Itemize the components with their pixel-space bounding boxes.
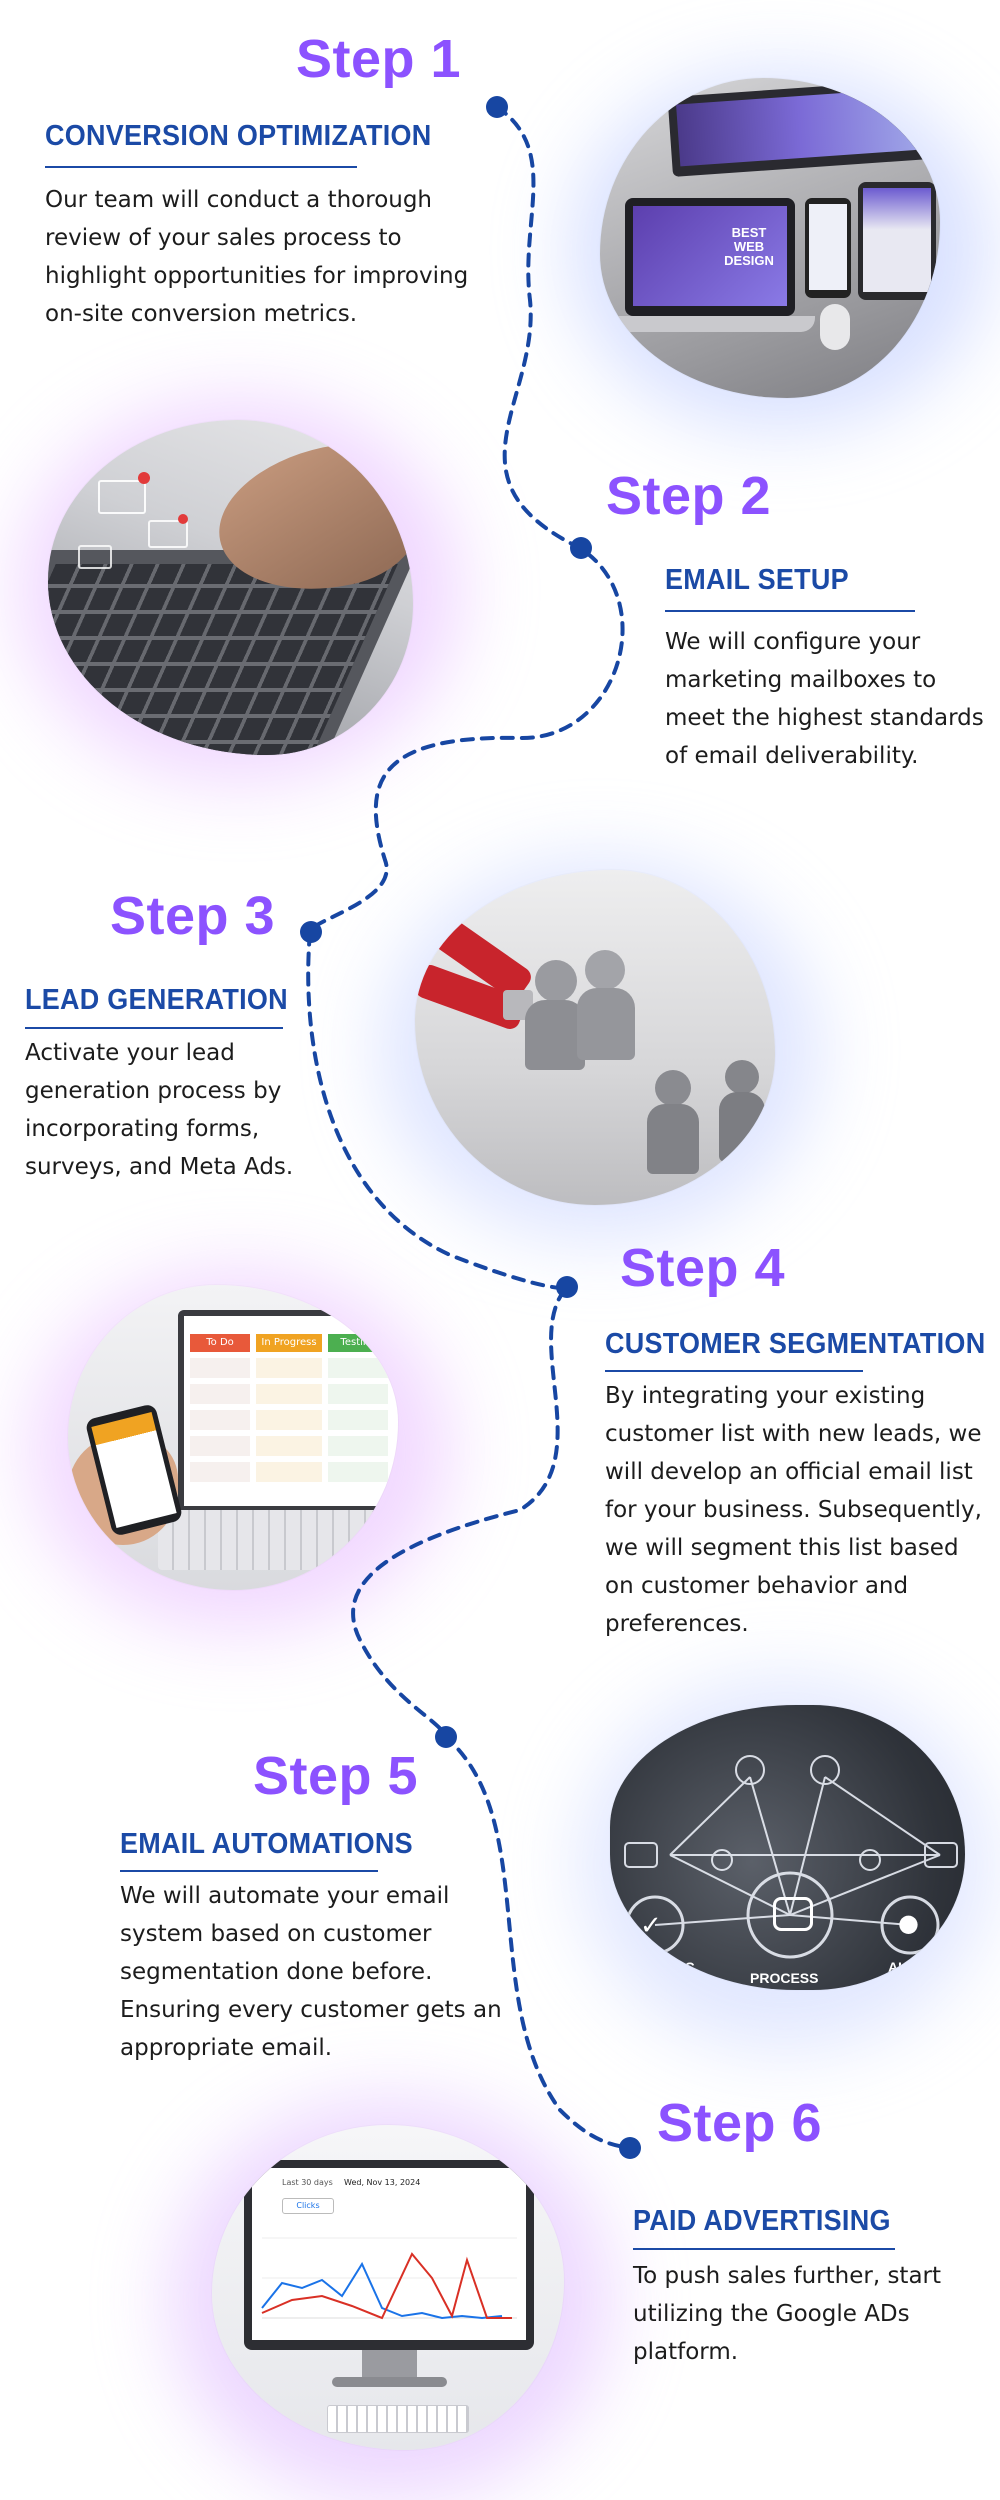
step-3-heading: LEAD GENERATION <box>25 984 288 1016</box>
tablet-shape <box>858 182 936 300</box>
timeline-dot-5 <box>435 1726 457 1748</box>
rpa-network-diagram <box>624 1755 958 1959</box>
step-3-image <box>415 870 775 1205</box>
web-design-label: BEST WEB DESIGN <box>724 225 774 268</box>
rpa-label-robotic: ROBOTIC <box>630 1959 695 1975</box>
timeline-dot-6 <box>619 2137 641 2159</box>
person-figure <box>725 1060 759 1094</box>
kanban-todo-label: To Do <box>190 1334 250 1352</box>
email-icon <box>78 545 112 569</box>
person-figure <box>525 1000 585 1070</box>
laptop-base <box>605 316 815 332</box>
kanban-progress-label: In Progress <box>256 1334 322 1352</box>
kanban-testing-label: Testing <box>328 1334 388 1352</box>
step-3-description: Activate your lead generation process by… <box>25 1040 294 1180</box>
rpa-label-automation: AUTOMA <box>888 1959 950 1975</box>
step-2-heading: EMAIL SETUP <box>665 564 849 596</box>
laptop-keyboard <box>158 1510 398 1570</box>
step-1-title: Step 1 <box>296 29 462 89</box>
monitor-base <box>332 2377 447 2387</box>
email-icon <box>98 480 146 514</box>
step-5-image: ✓ ● ROBOTIC PROCESS AUTOMA <box>610 1705 965 1990</box>
keyboard-shape <box>327 2405 469 2433</box>
monitor-stand <box>362 2350 417 2380</box>
laptop-screen: To Do In Progress Testing <box>178 1310 398 1512</box>
person-figure <box>655 1070 691 1106</box>
timeline-dot-3 <box>300 921 322 943</box>
email-icon <box>148 520 188 548</box>
step-1-heading: CONVERSION OPTIMIZATION <box>45 120 432 152</box>
ads-line-chart <box>261 2237 517 2320</box>
step-1-image: BEST WEB DESIGN <box>600 78 940 398</box>
person-figure <box>577 988 635 1060</box>
step-6-image: Last 30 days Wed, Nov 13, 2024 Clicks <box>212 2125 564 2450</box>
laptop-shape: BEST WEB DESIGN <box>625 198 795 316</box>
step-6-underline <box>633 2248 895 2250</box>
step-5-description: We will automate your email system based… <box>120 1883 502 2061</box>
step-4-description: By integrating your existing customer li… <box>605 1383 982 1637</box>
step-4-underline <box>605 1370 863 1372</box>
ads-date: Wed, Nov 13, 2024 <box>344 2178 421 2187</box>
step-6-heading: PAID ADVERTISING <box>633 2205 891 2237</box>
step-5-underline <box>120 1870 378 1872</box>
step-5-title: Step 5 <box>253 1746 419 1806</box>
step-4-heading: CUSTOMER SEGMENTATION <box>605 1328 986 1360</box>
step-3-underline <box>25 1027 283 1029</box>
step-5-heading: EMAIL AUTOMATIONS <box>120 1828 413 1860</box>
step-2-underline <box>665 610 915 612</box>
step-4-image: To Do In Progress Testing <box>68 1285 398 1590</box>
notification-badge <box>178 514 188 524</box>
step-6-title: Step 6 <box>657 2093 823 2153</box>
step-2-description: We will configure your marketing mailbox… <box>665 629 984 769</box>
person-figure <box>535 960 577 1002</box>
step-4-title: Step 4 <box>620 1238 786 1298</box>
step-2-image <box>48 420 413 755</box>
step-2-title: Step 2 <box>606 466 772 526</box>
user-icon: ● <box>898 1909 919 1937</box>
step-1-description: Our team will conduct a thorough review … <box>45 187 469 327</box>
person-figure <box>647 1104 699 1174</box>
monitor-shape: Last 30 days Wed, Nov 13, 2024 Clicks <box>244 2160 534 2350</box>
phone-shape <box>805 198 851 298</box>
ads-metric-dropdown: Clicks <box>282 2198 334 2214</box>
rpa-label-process: PROCESS <box>750 1970 819 1986</box>
timeline-dot-1 <box>486 96 508 118</box>
robot-icon <box>773 1897 813 1931</box>
notification-badge <box>138 472 150 484</box>
check-icon: ✓ <box>640 1911 662 1941</box>
timeline-dot-4 <box>556 1276 578 1298</box>
mouse-shape <box>820 304 850 350</box>
person-figure <box>585 950 625 990</box>
step-3-title: Step 3 <box>110 886 276 946</box>
step-1-underline <box>45 166 357 168</box>
person-figure <box>719 1092 765 1162</box>
step-6-description: To push sales further, start utilizing t… <box>633 2263 942 2365</box>
monitor-shape <box>667 79 933 177</box>
timeline-dot-2 <box>570 537 592 559</box>
ads-date-range: Last 30 days <box>282 2178 333 2187</box>
